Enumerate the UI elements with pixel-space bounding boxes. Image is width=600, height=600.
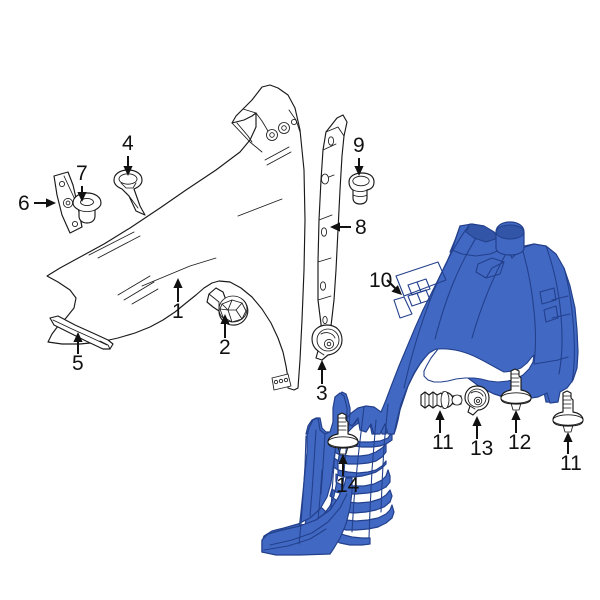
callout-number-2: 2 (219, 336, 231, 359)
part-push-pin-fastener[interactable] (311, 324, 343, 361)
part-front-fender-panel[interactable] (46, 84, 306, 391)
part-liner-lower-bolt[interactable] (327, 412, 359, 455)
part-fender-seal-molding[interactable] (49, 315, 114, 350)
callout-number-9: 9 (353, 134, 365, 157)
callout-number-3: 3 (316, 382, 328, 405)
callout-number-1: 1 (172, 300, 184, 323)
part-liner-push-pin-clip[interactable] (464, 385, 490, 416)
part-front-fender-inner-liner[interactable] (261, 221, 579, 556)
callout-number-13: 13 (470, 437, 493, 460)
callout-number-4: 4 (122, 132, 134, 155)
callout-numbers: 1 2 3 4 5 6 7 8 9 10 11 12 13 11 14 (18, 132, 582, 497)
callout-number-14: 14 (336, 474, 360, 497)
callout-number-12: 12 (508, 431, 531, 454)
part-liner-screw-right[interactable] (552, 390, 584, 433)
part-fender-retainer-clip[interactable] (206, 287, 249, 326)
callout-number-6: 6 (18, 192, 30, 215)
callout-number-10: 10 (369, 269, 392, 292)
callout-number-11-left: 11 (432, 431, 454, 454)
callout-number-11-right: 11 (560, 452, 582, 475)
callout-number-8: 8 (355, 216, 367, 239)
part-brace-bolt[interactable] (348, 172, 375, 205)
part-fender-bolt[interactable] (113, 169, 146, 216)
callout-number-7: 7 (76, 162, 88, 185)
part-rubber-bumper-stop[interactable] (72, 192, 102, 224)
part-liner-bolt[interactable] (500, 368, 532, 411)
callout-leaders (34, 156, 573, 476)
callout-number-5: 5 (72, 352, 84, 375)
part-liner-screw-left[interactable] (420, 391, 463, 409)
